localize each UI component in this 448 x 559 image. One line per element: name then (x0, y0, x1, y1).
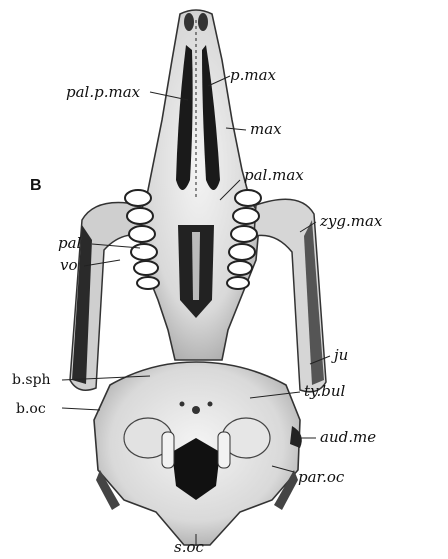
label-s-oc: s.oc (174, 538, 204, 556)
label-vo: vo (60, 256, 78, 274)
label-max: max (250, 120, 282, 138)
label-b-oc: b.oc (16, 401, 46, 417)
incisor-right (198, 13, 208, 31)
label-aud-me: aud.me (320, 428, 376, 446)
label-pal-p-max: pal.p.max (66, 83, 141, 101)
label-ju: ju (331, 346, 348, 364)
label-par-oc: par.oc (298, 468, 345, 486)
occipital-condyle-left (162, 432, 174, 468)
panel-label: B (30, 177, 42, 194)
label-pal: pal (58, 234, 82, 252)
vomer-ridge (192, 232, 200, 300)
label-p-max: p.max (230, 66, 277, 84)
occipital-condyle-right (218, 432, 230, 468)
label-pal-max: pal.max (244, 166, 304, 184)
label-b-sph: b.sph (12, 372, 51, 388)
label-ty-bul: ty.bul (304, 382, 346, 400)
incisor-left (184, 13, 194, 31)
basisphenoid-foramen (192, 406, 200, 414)
label-zyg-max: zyg.max (319, 212, 383, 230)
